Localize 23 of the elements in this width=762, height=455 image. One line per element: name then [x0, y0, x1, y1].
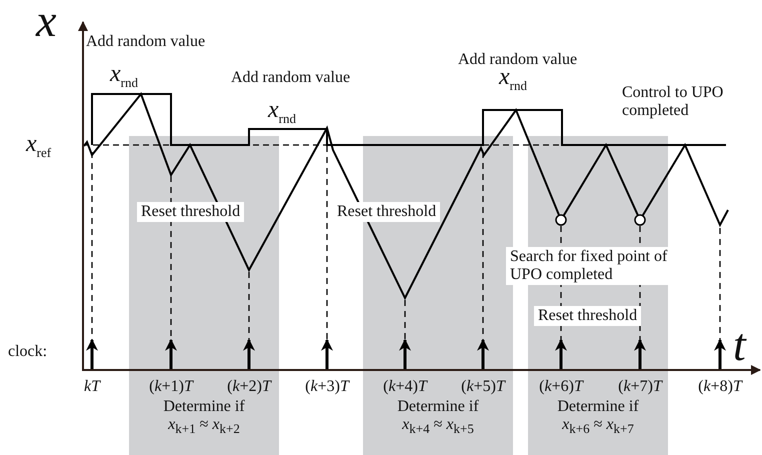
annotation-text: Add random value [86, 33, 206, 51]
annotation-text: Determine if x$_{k+4}$ ≈ x$_{k+5}$ [396, 398, 480, 438]
tick-label: (k+1)T [149, 378, 193, 396]
tick-label: (k+8)T [698, 378, 742, 396]
tick-label: kT [84, 378, 100, 396]
variable-label: x$_{ref}$ [26, 130, 52, 162]
variable-label: x$_{rnd}$ [268, 96, 296, 128]
annotation-text: Control to UPO completed [622, 84, 724, 120]
tick-label: (k+6)T [539, 378, 583, 396]
annotation-text: Add random value [231, 69, 350, 87]
tick-label: (k+2)T [227, 378, 271, 396]
annotation-text: Determine if x$_{k+1}$ ≈ x$_{k+2}$ [162, 398, 246, 438]
tick-label: (k+3)T [305, 378, 349, 396]
tick-label: (k+7)T [618, 378, 662, 396]
axis-label: t [733, 318, 746, 371]
tick-label: (k+4)T [383, 378, 427, 396]
axis-label: x [36, 0, 56, 47]
annotation-text: Determine if x$_{k+6}$ ≈ x$_{k+7}$ [556, 398, 640, 438]
variable-label: x$_{rnd}$ [110, 60, 138, 92]
annotation-text: Reset threshold [137, 202, 244, 222]
tick-label: (k+5)T [461, 378, 505, 396]
annotation-text: Reset threshold [534, 306, 642, 326]
axis-label: clock: [8, 343, 48, 361]
